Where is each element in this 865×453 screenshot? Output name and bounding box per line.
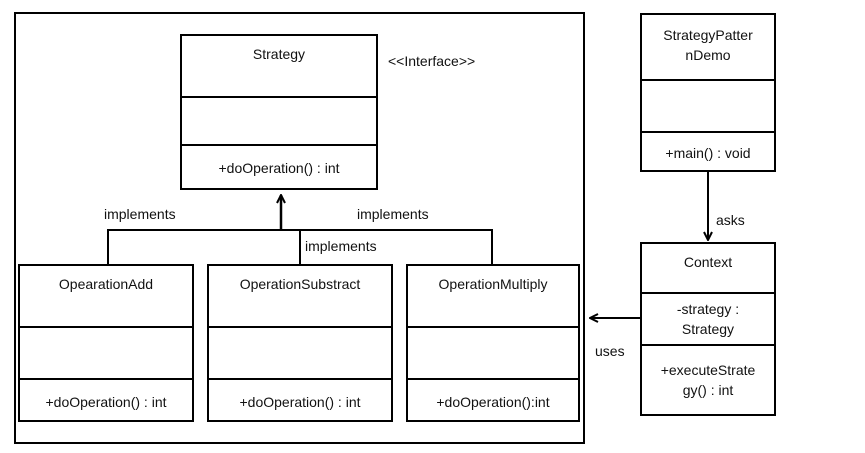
operation-add-operations: +doOperation() : int xyxy=(45,394,167,410)
interface-stereotype: <<Interface>> xyxy=(388,53,476,69)
asks-label: asks xyxy=(716,212,745,228)
context-operations: +executeStrate gy() : int xyxy=(660,362,756,398)
operation-substract-operations: +doOperation() : int xyxy=(239,394,361,410)
context-attributes: -strategy : Strategy xyxy=(676,301,740,337)
implements-label-mid: implements xyxy=(305,238,377,254)
operation-multiply-class: OperationMultiply +doOperation():int xyxy=(406,264,580,422)
implements-connector xyxy=(107,229,493,264)
demo-class-name: StrategyPatter nDemo xyxy=(663,27,753,63)
operation-multiply-operations: +doOperation():int xyxy=(436,394,550,410)
operation-substract-class-name: OperationSubstract xyxy=(239,276,361,292)
package-frame xyxy=(14,12,585,444)
context-class: Context -strategy : Strategy +executeStr… xyxy=(640,242,776,416)
strategy-class: Strategy +doOperation() : int xyxy=(180,34,378,190)
operation-multiply-class-name: OperationMultiply xyxy=(438,276,548,292)
uses-label: uses xyxy=(595,343,625,359)
operation-add-class: OpearationAdd +doOperation() : int xyxy=(18,264,194,422)
operation-add-class-name: OpearationAdd xyxy=(58,276,154,292)
strategy-pattern-demo-class: StrategyPatter nDemo +main() : void xyxy=(640,13,776,172)
implements-label-right: implements xyxy=(357,206,429,222)
operation-substract-class: OperationSubstract +doOperation() : int xyxy=(207,264,393,422)
implements-label-left: implements xyxy=(104,206,176,222)
demo-operations: +main() : void xyxy=(665,145,751,161)
context-class-name: Context xyxy=(683,254,733,270)
strategy-class-name: Strategy xyxy=(252,46,306,62)
strategy-operations: +doOperation() : int xyxy=(218,160,340,176)
